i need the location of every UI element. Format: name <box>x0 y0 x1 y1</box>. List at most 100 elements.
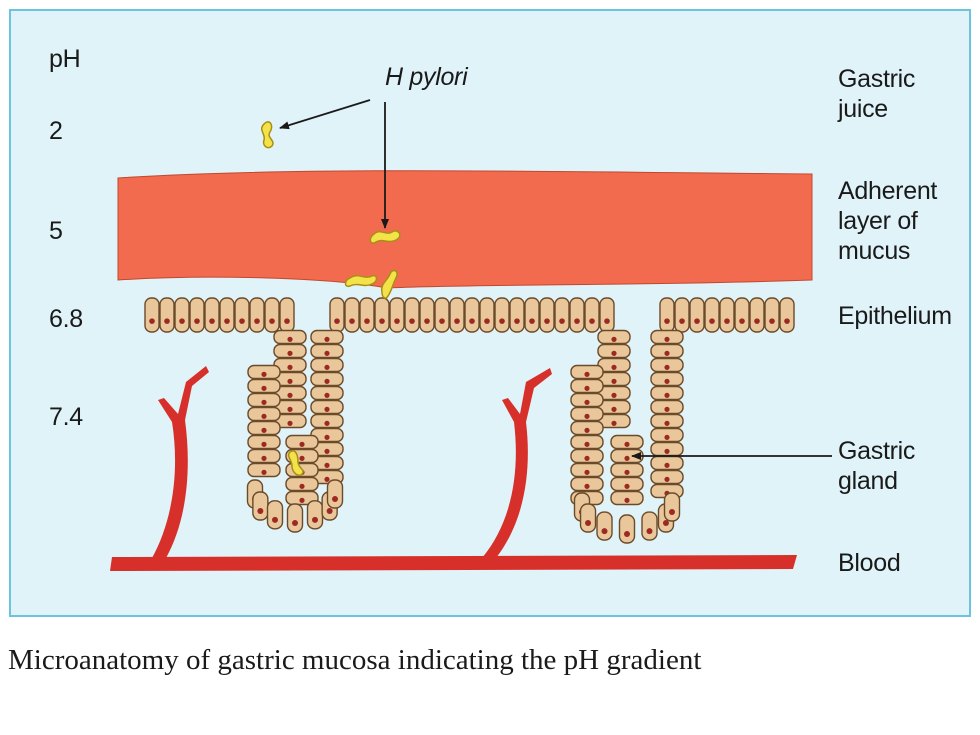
cell-nucleus <box>287 392 293 398</box>
cell-nucleus <box>324 378 330 384</box>
epithelial-cell <box>579 503 597 533</box>
cell-nucleus <box>611 420 617 426</box>
label-line: Gastric <box>838 65 916 93</box>
cell-nucleus <box>784 318 790 324</box>
cell-nucleus <box>324 476 330 482</box>
cell-nucleus <box>584 455 590 461</box>
label-epithelium: Epithelium <box>838 301 952 331</box>
epithelial-cell <box>599 297 615 333</box>
cell-nucleus <box>611 350 617 356</box>
cell-nucleus <box>739 318 745 324</box>
ph-scale-header: pH <box>49 45 81 73</box>
cell-nucleus <box>664 462 670 468</box>
label-blood: Blood <box>838 548 901 578</box>
epithelial-cell <box>174 297 190 333</box>
epithelial-cell <box>734 297 750 333</box>
ph-value-gastric-juice: 2 <box>49 117 63 145</box>
cell-nucleus <box>272 516 278 523</box>
cell-nucleus <box>624 455 630 461</box>
cell-nucleus <box>261 385 267 391</box>
blood-vessel-branch-left <box>152 366 209 558</box>
cell-nucleus <box>611 378 617 384</box>
cell-nucleus <box>624 469 630 475</box>
cell-nucleus <box>584 441 590 447</box>
cell-nucleus <box>664 378 670 384</box>
figure-caption: Microanatomy of gastric mucosa indicatin… <box>8 644 702 676</box>
mucus-layer <box>117 170 813 289</box>
cell-nucleus <box>589 318 595 324</box>
cell-nucleus <box>261 427 267 433</box>
cell-nucleus <box>364 318 370 324</box>
epithelial-cell <box>219 297 235 333</box>
cell-nucleus <box>624 531 630 538</box>
epithelial-cell <box>159 297 175 333</box>
cell-nucleus <box>194 318 200 324</box>
label-mucus-layer: Adherent layer of mucus <box>838 176 937 266</box>
cell-nucleus <box>287 364 293 370</box>
blood-vessel-branch-right <box>482 368 552 558</box>
epithelial-cell <box>419 297 435 333</box>
epithelial-cell <box>584 297 600 333</box>
cell-nucleus <box>326 508 333 515</box>
blood-vessel <box>110 555 797 571</box>
cell-nucleus <box>584 427 590 433</box>
cell-nucleus <box>424 318 430 324</box>
epithelial-cell <box>434 297 450 333</box>
cell-nucleus <box>514 318 520 324</box>
cell-nucleus <box>584 399 590 405</box>
epithelial-cell <box>539 297 555 333</box>
h-pylori-bacteria <box>261 121 401 477</box>
cell-nucleus <box>292 520 298 527</box>
epithelial-cell <box>749 297 765 333</box>
cell-nucleus <box>611 364 617 370</box>
epithelial-cell <box>306 500 324 530</box>
epithelial-cell <box>719 297 735 333</box>
cell-nucleus <box>624 441 630 447</box>
epithelial-cell <box>494 297 510 333</box>
cell-nucleus <box>224 318 230 324</box>
epithelial-cell <box>404 297 420 333</box>
cell-nucleus <box>499 318 505 324</box>
bacterium <box>261 121 274 149</box>
cell-nucleus <box>469 318 475 324</box>
cell-nucleus <box>679 318 685 324</box>
label-line: layer of <box>838 207 918 235</box>
epithelial-cell <box>374 297 390 333</box>
epithelial-cell <box>659 297 675 333</box>
cell-nucleus <box>664 364 670 370</box>
cell-nucleus <box>724 318 730 324</box>
epithelial-cell <box>509 297 525 333</box>
cell-nucleus <box>584 483 590 489</box>
label-line: Gastric <box>838 437 916 465</box>
cell-nucleus <box>379 318 385 324</box>
cell-nucleus <box>324 448 330 454</box>
cell-nucleus <box>611 406 617 412</box>
diagram-panel <box>9 9 971 617</box>
cell-nucleus <box>261 469 267 475</box>
cell-nucleus <box>584 469 590 475</box>
epithelial-cell <box>249 297 265 333</box>
cell-nucleus <box>664 406 670 412</box>
epithelial-cell <box>554 297 570 333</box>
cell-nucleus <box>439 318 445 324</box>
cell-nucleus <box>664 350 670 356</box>
cell-nucleus <box>261 455 267 461</box>
cell-nucleus <box>604 318 610 324</box>
epithelial-cell <box>189 297 205 333</box>
cell-nucleus <box>454 318 460 324</box>
cell-nucleus <box>261 399 267 405</box>
epithelial-cell <box>779 297 795 333</box>
cell-nucleus <box>601 528 608 535</box>
epithelial-cell <box>663 492 681 522</box>
cell-nucleus <box>287 350 293 356</box>
cell-nucleus <box>769 318 775 324</box>
cell-nucleus <box>261 413 267 419</box>
cell-nucleus <box>261 441 267 447</box>
epithelial-cell <box>326 479 344 509</box>
epithelial-cell <box>704 297 720 333</box>
cell-nucleus <box>544 318 550 324</box>
cell-nucleus <box>149 318 155 324</box>
label-gastric-juice: Gastric juice <box>838 64 915 124</box>
epithelial-cell <box>144 297 160 333</box>
cell-nucleus <box>624 483 630 489</box>
